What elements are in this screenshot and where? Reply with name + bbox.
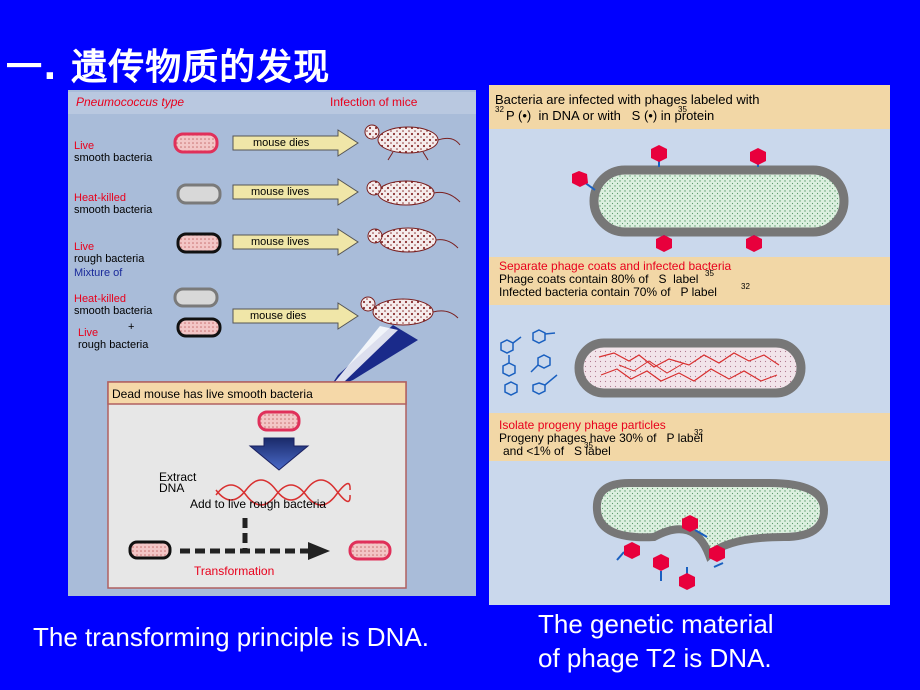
smooth-bacterium-icon [257, 410, 301, 432]
dead-mouse-label: Dead mouse has live smooth bacteria [112, 387, 313, 401]
row3-outcome: mouse lives [251, 236, 310, 248]
phage-coat-icon [532, 374, 558, 395]
row2-line1: Heat-killed [74, 192, 126, 204]
mixture-label: Mixture of [74, 267, 123, 279]
griffith-experiment-panel: Pneumococcus type Infection of mice Live… [68, 90, 476, 596]
mixture-line3: Live [78, 327, 98, 339]
phage-icon [653, 554, 669, 581]
right-caption: The genetic material of phage T2 is DNA. [538, 607, 774, 675]
step1-line2: P (•) in DNA or with S (•) in protein [506, 108, 714, 123]
phage-icon [746, 235, 762, 252]
phage-icon [656, 235, 672, 252]
rough-bacterium-icon [176, 232, 222, 254]
phage-coat-icon [504, 381, 518, 396]
page-title: 一. 遗传物质的发现 [6, 47, 331, 88]
phage-icon [682, 515, 708, 538]
transformation-label: Transformation [194, 564, 274, 578]
phage-icon [651, 145, 667, 167]
dead-mouse-icon [360, 296, 459, 326]
live-mouse-icon [366, 180, 461, 206]
phage-coat-icon [532, 329, 556, 344]
mixture-line4: rough bacteria [78, 339, 149, 351]
phage-coat-icon [530, 354, 551, 373]
left-caption: The transforming principle is DNA. [33, 622, 429, 652]
right-caption-line2: of phage T2 is DNA. [538, 643, 772, 673]
down-arrow-icon [248, 437, 310, 471]
smooth-bacterium-icon [173, 132, 219, 154]
mixture-line1: Heat-killed [74, 293, 126, 305]
row3-line1: Live [74, 241, 94, 253]
dna-helix-icon [215, 479, 351, 506]
hershey-chase-diagram: Bacteria are infected with phages labele… [489, 85, 890, 590]
rough-bacterium-icon [128, 540, 172, 560]
phage-coat-icon [500, 336, 522, 354]
step1-line1: Bacteria are infected with phages labele… [495, 92, 760, 107]
header-infection-label: Infection of mice [330, 95, 418, 109]
phage-icon [572, 171, 596, 191]
bacterium-icon [589, 165, 849, 237]
dead-mouse-icon [364, 124, 461, 161]
phage-icon [616, 542, 640, 561]
phage-coat-icon [502, 355, 516, 377]
live-mouse-icon [367, 227, 459, 253]
row1-line1: Live [74, 140, 94, 152]
add-label: Add to live rough bacteria [190, 497, 326, 511]
phage-icon [679, 567, 695, 590]
step3-sup1: 32 [694, 428, 703, 437]
step2-line1: Phage coats contain 80% of S label [499, 272, 698, 286]
phage-icon [709, 545, 725, 568]
step2-line2: Infected bacteria contain 70% of P label [499, 285, 717, 299]
step3-sup2: 35 [584, 441, 593, 450]
extract-label-2: DNA [159, 481, 184, 495]
header-type-label: Pneumococcus type [76, 95, 184, 109]
step1-sup2: 35 [678, 105, 687, 114]
mixture-line2: smooth bacteria [74, 305, 153, 317]
funnel-arrow-icon [328, 325, 418, 390]
mixture-outcome: mouse dies [250, 310, 307, 322]
mixture-plus: + [128, 321, 134, 333]
step2-title: Separate phage coats and infected bacter… [499, 259, 731, 273]
row2-line2: smooth bacteria [74, 204, 153, 216]
step3-title: Isolate progeny phage particles [499, 418, 666, 432]
step2-band [489, 257, 890, 305]
step2-sup2: 32 [741, 282, 750, 291]
row3-line2: rough bacteria [74, 253, 145, 265]
extract-label-1: Extract [159, 470, 197, 484]
row1-outcome: mouse dies [253, 137, 310, 149]
bacterium-icon [574, 338, 806, 398]
step3-line2: and <1% of S label [503, 444, 611, 458]
dashed-arrow-icon [180, 518, 330, 560]
step3-line1: Progeny phages have 30% of P label [499, 431, 703, 445]
smooth-bacterium-icon [348, 540, 392, 561]
heat-killed-bacterium-icon [176, 183, 222, 205]
step3-band [489, 413, 890, 461]
right-caption-line1: The genetic material [538, 609, 774, 639]
row1-line2: smooth bacteria [74, 152, 153, 164]
step2-sup1: 35 [705, 269, 714, 278]
arrow-icon [232, 228, 359, 256]
arrow-icon [232, 129, 359, 157]
griffith-diagram: Pneumococcus type Infection of mice Live… [68, 92, 476, 589]
hershey-chase-panel: Bacteria are infected with phages labele… [489, 85, 890, 605]
arrow-icon [232, 178, 359, 206]
phage-icon [750, 148, 766, 167]
row2-outcome: mouse lives [251, 186, 310, 198]
arrow-icon [232, 302, 359, 330]
heat-killed-bacterium-icon [173, 287, 219, 308]
rough-bacterium-icon [176, 317, 222, 338]
step1-band [489, 85, 890, 129]
step1-sup1: 32 [495, 105, 504, 114]
